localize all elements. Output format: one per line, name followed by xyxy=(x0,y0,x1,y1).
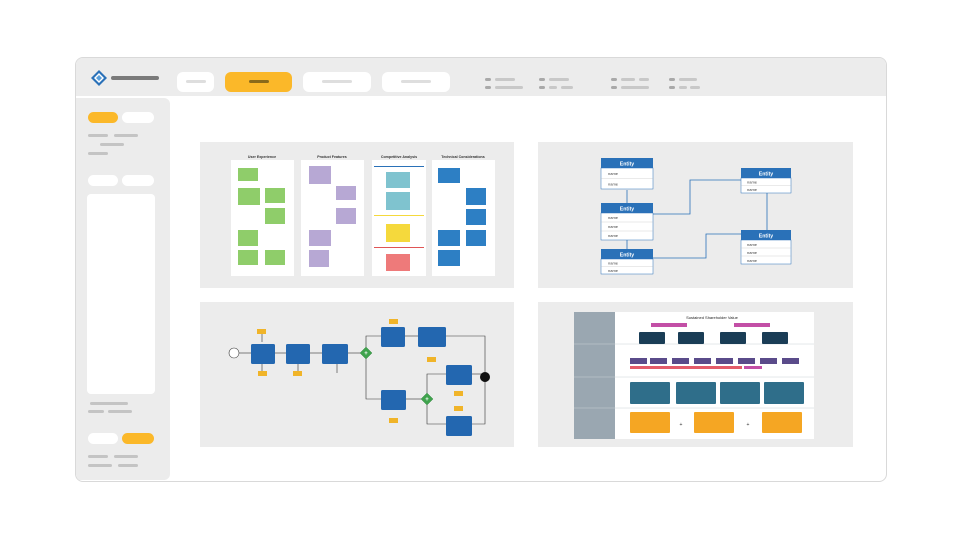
svg-text:Entity: Entity xyxy=(620,253,635,259)
svg-text:name: name xyxy=(747,250,758,255)
end-event xyxy=(480,372,490,382)
tab-2-active[interactable] xyxy=(225,72,292,92)
svg-text:name: name xyxy=(608,261,619,266)
app-window: User Experience Product Features xyxy=(75,57,887,482)
svg-text:Competitive Analysis: Competitive Analysis xyxy=(381,155,417,159)
svg-text:Entity: Entity xyxy=(620,162,635,168)
template-card-user-research[interactable]: User Experience Product Features xyxy=(200,142,514,288)
svg-text:name: name xyxy=(747,258,758,263)
diamond-logo-icon[interactable] xyxy=(91,70,107,86)
sidebar-tab-active[interactable] xyxy=(88,112,118,123)
svg-text:User Experience: User Experience xyxy=(248,155,276,159)
erd-entity: Entity name name name xyxy=(600,203,654,241)
top-toolbar xyxy=(76,58,886,96)
start-event xyxy=(228,347,240,359)
svg-text:name: name xyxy=(608,171,619,176)
svg-text:Technical Considerations: Technical Considerations xyxy=(441,155,484,159)
svg-text:name: name xyxy=(608,268,619,273)
gateway xyxy=(420,392,434,406)
tab-3[interactable] xyxy=(303,72,371,92)
sidebar-button[interactable] xyxy=(122,175,154,186)
sidebar-button-active[interactable] xyxy=(122,433,154,444)
svg-text:name: name xyxy=(747,242,758,247)
svg-text:name: name xyxy=(608,233,619,238)
erd-entity: Entity name name xyxy=(600,249,654,275)
svg-text:name: name xyxy=(608,215,619,220)
template-card-bpmn[interactable]: + + xyxy=(200,302,514,447)
svg-text:+: + xyxy=(747,422,750,428)
svg-text:name: name xyxy=(608,224,619,229)
erd-entity: Entity name name xyxy=(600,158,654,190)
svg-text:+: + xyxy=(680,422,683,428)
erd-entity: Entity name name name xyxy=(740,230,792,265)
svg-text:name: name xyxy=(747,180,758,185)
svg-text:Entity: Entity xyxy=(620,207,635,213)
svg-text:Product Features: Product Features xyxy=(317,155,347,159)
sidebar-button[interactable] xyxy=(88,175,118,186)
sidebar xyxy=(76,98,170,480)
svg-text:Entity: Entity xyxy=(759,172,774,178)
sidebar-panel xyxy=(87,194,155,394)
sidebar-tab[interactable] xyxy=(122,112,154,123)
board-column-4: Technical Considerations xyxy=(432,155,495,276)
board-column-3: Competitive Analysis xyxy=(372,155,426,276)
gateway xyxy=(359,346,373,360)
app-name-placeholder xyxy=(111,76,159,80)
svg-text:+: + xyxy=(364,351,368,357)
erd-entity: Entity name name xyxy=(740,168,792,194)
board-column-1: User Experience xyxy=(231,155,294,276)
tab-1[interactable] xyxy=(177,72,214,92)
svg-text:name: name xyxy=(747,187,758,192)
template-card-strategy-map[interactable]: Sustained Shareholder Value xyxy=(538,302,853,447)
svg-text:+: + xyxy=(425,397,429,403)
svg-text:name: name xyxy=(608,182,619,187)
template-card-erd[interactable]: Entity name name Entity name name name E… xyxy=(538,142,853,288)
tab-4[interactable] xyxy=(382,72,450,92)
board-column-2: Product Features xyxy=(301,155,364,276)
sidebar-button[interactable] xyxy=(88,433,118,444)
svg-text:Entity: Entity xyxy=(759,234,774,240)
svg-text:Sustained Shareholder Value: Sustained Shareholder Value xyxy=(686,315,739,320)
